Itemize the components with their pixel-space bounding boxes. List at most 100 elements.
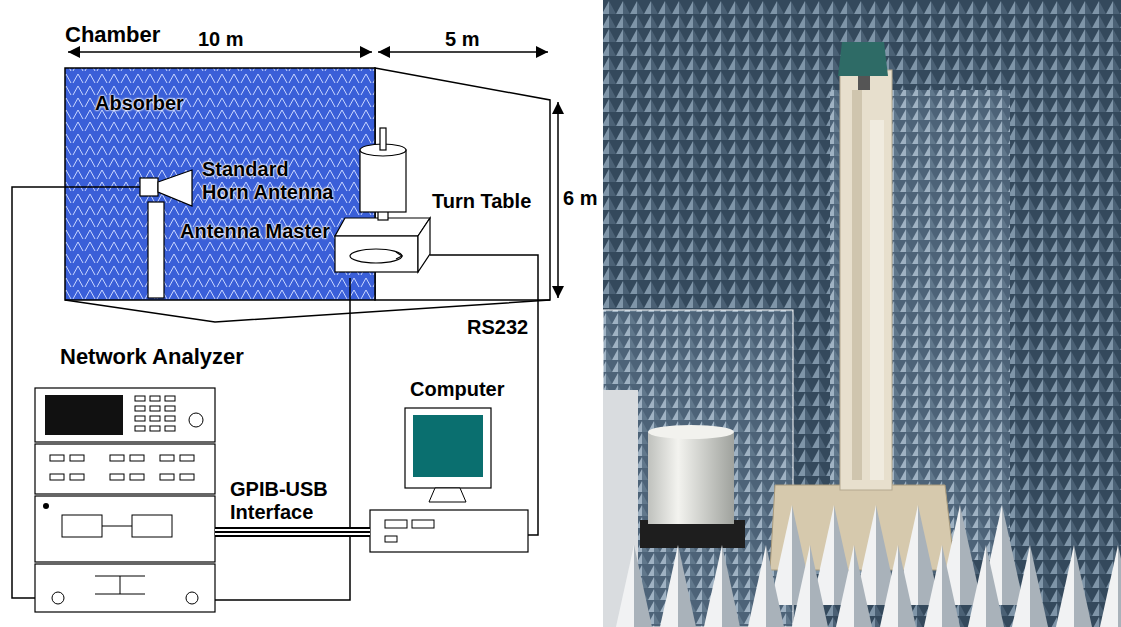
network-analyzer-drawing-part (130, 455, 144, 461)
chamber-photo-part (648, 425, 734, 439)
chamber-photo-part (648, 432, 734, 524)
computer-drawing-part (429, 488, 466, 502)
computer-drawing-part (412, 520, 434, 528)
chamber-photo-part (788, 545, 832, 627)
network-analyzer-drawing-part (70, 474, 84, 480)
connector-line (215, 527, 370, 537)
bus-cable (215, 532, 370, 533)
dimension-label: 10 m (198, 28, 244, 51)
chamber-drawing-part (378, 51, 548, 53)
connector-line (215, 278, 350, 600)
chamber-photo-part (838, 42, 888, 76)
horn-antenna-drawing-part (158, 170, 192, 206)
network-analyzer-drawing-part (35, 496, 215, 562)
computer-drawing-part (413, 415, 483, 477)
network-analyzer-drawing-part (95, 576, 145, 594)
chamber-drawing-part (68, 51, 372, 53)
network-analyzer-drawing-part (43, 503, 49, 509)
chamber-photo-part (858, 76, 870, 90)
network-analyzer-drawing-part (110, 474, 124, 480)
network-analyzer-drawing-part (186, 592, 198, 604)
instrument-heading: Network Analyzer (60, 344, 244, 369)
chamber-drawing-part (65, 68, 375, 300)
chamber-photo-part (870, 120, 884, 480)
turn-table-drawing (335, 128, 430, 272)
text-holder: 10 m (198, 28, 244, 51)
network-analyzer-drawing (35, 388, 215, 612)
turn-table-drawing-part (418, 218, 430, 272)
network-analyzer-drawing-part (135, 406, 145, 411)
chamber-photo-part (744, 545, 788, 627)
turn-table-drawing-part (396, 252, 402, 259)
chamber-drawing-part (557, 102, 559, 298)
mast-label: Antenna Master (180, 220, 330, 243)
text-holder: RS232 (465, 316, 530, 339)
network-analyzer-drawing-part (102, 526, 132, 527)
text-holder: Chamber (65, 22, 160, 47)
turn-table-label: Turn Table (432, 190, 531, 213)
connector-line (215, 531, 370, 533)
network-analyzer-drawing-part (150, 416, 160, 421)
network-analyzer-drawing-part (35, 444, 215, 494)
network-analyzer-drawing-part (50, 474, 64, 480)
network-analyzer-drawing-part (160, 455, 174, 461)
text-holder: Turn Table (432, 190, 531, 213)
text-holder: Network Analyzer (60, 344, 244, 369)
computer: Computer (370, 406, 528, 554)
network-analyzer-drawing-part (132, 515, 172, 537)
text-holder: 6 m (563, 187, 597, 210)
chamber-photo-part (840, 70, 892, 490)
turn-table-drawing-part (335, 218, 430, 236)
connector-line (215, 529, 370, 535)
text-holder: Standard Horn Antenna (202, 158, 338, 204)
chamber: ChamberStandard Horn AntennaAntenna Mast… (55, 20, 565, 325)
dimension-label: 6 m (563, 187, 597, 210)
part-label: Absorber (95, 92, 184, 115)
connector-label: RS232 (465, 316, 530, 339)
connector-label: GPIB-USB Interface (228, 478, 343, 524)
turn-table-drawing-part (360, 150, 406, 212)
dimension-label: 5 m (445, 28, 479, 51)
turn-table-drawing-part (350, 249, 402, 263)
chamber-heading: Chamber (65, 22, 160, 47)
network-analyzer-drawing-part (35, 564, 215, 612)
text-holder: Computer (410, 378, 504, 401)
computer-heading: Computer (410, 378, 504, 401)
network-analyzer-drawing-part (135, 416, 145, 421)
computer-drawing-part (385, 536, 397, 542)
chamber-photo-part (1052, 545, 1096, 627)
text-holder: Antenna Master (180, 220, 330, 243)
computer-drawing (370, 408, 528, 552)
network-analyzer-drawing-part (135, 426, 145, 431)
chamber-photo-part (920, 545, 964, 627)
chamber-photo-part (700, 545, 744, 627)
antenna-label: Standard Horn Antenna (202, 158, 338, 204)
network-analyzer-drawing-part (35, 388, 215, 442)
computer-drawing-part (385, 520, 407, 528)
chamber-photo-part (852, 90, 862, 480)
network-analyzer-drawing-part (130, 474, 144, 480)
chamber-photo-part (656, 545, 700, 627)
network-analyzer-drawing-part (150, 406, 160, 411)
network-analyzer-drawing-part (150, 396, 160, 401)
network-analyzer-drawing-part (165, 416, 175, 421)
connector-line (12, 187, 140, 598)
chamber-photo-part (876, 545, 920, 627)
network-analyzer-drawing-part (62, 515, 102, 537)
text-holder: Absorber (95, 92, 184, 115)
chamber-photo-part (612, 545, 656, 627)
chamber-photo (603, 0, 1121, 627)
chamber-photo-part (640, 520, 745, 548)
network-analyzer-drawing-part (110, 455, 124, 461)
network-analyzer-drawing-part (135, 396, 145, 401)
network-analyzer-drawing-part (160, 474, 174, 480)
cable (12, 187, 140, 598)
network-analyzer-drawing-part (180, 474, 194, 480)
chamber-photo-part (964, 545, 1008, 627)
horn-antenna: Standard Horn AntennaAntenna Master (140, 158, 344, 250)
text-holder: GPIB-USB Interface (228, 478, 343, 524)
network-analyzer-drawing-part (52, 592, 64, 604)
network-analyzer: Network Analyzer (35, 386, 215, 614)
network-analyzer-drawing-part (165, 406, 175, 411)
